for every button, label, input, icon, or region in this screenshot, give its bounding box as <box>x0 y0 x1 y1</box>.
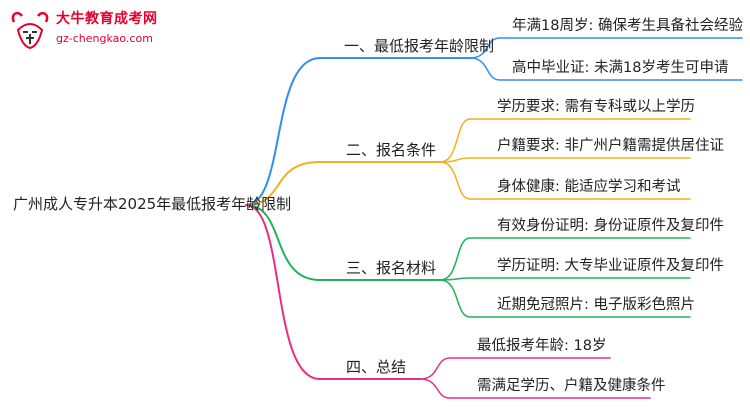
leaf-diploma-proof: 学历证明: 大专毕业证原件及复印件 <box>497 258 724 274</box>
branch-summary: 四、总结 <box>346 358 407 376</box>
leaf-connector <box>419 378 651 399</box>
leaf-connector <box>439 279 691 318</box>
root-node: 广州成人专升本2025年最低报考年龄限制 <box>13 195 292 213</box>
leaf-connector <box>439 161 691 200</box>
branch-connector <box>245 204 421 380</box>
logo-site-name: 大牛教育成考网 <box>56 11 158 27</box>
leaf-photo: 近期免冠照片: 电子版彩色照片 <box>497 297 695 313</box>
branch-age-limit: 一、最低报考年龄限制 <box>344 37 495 55</box>
leaf-connector <box>419 357 611 380</box>
logo-url: gz-chengkao.com <box>56 32 153 45</box>
leaf-id-proof: 有效身份证明: 身份证原件及复印件 <box>497 218 724 234</box>
branch-connector <box>245 204 441 281</box>
leaf-age-18: 年满18周岁: 确保考生具备社会经验 <box>512 18 743 34</box>
leaf-connector <box>439 237 691 281</box>
site-logo: 大牛教育成考网 gz-chengkao.com <box>6 6 196 54</box>
leaf-health-req: 身体健康: 能适应学习和考试 <box>497 179 681 195</box>
bull-logo-icon <box>11 11 49 50</box>
leaf-household-req: 户籍要求: 非广州户籍需提供居住证 <box>497 138 724 154</box>
leaf-min-age: 最低报考年龄: 18岁 <box>477 338 607 354</box>
leaf-education-req: 学历要求: 需有专科或以上学历 <box>497 99 695 115</box>
branch-conditions: 二、报名条件 <box>346 141 437 159</box>
leaf-connector <box>469 57 743 81</box>
branch-connector <box>245 57 471 206</box>
leaf-connector <box>439 157 691 163</box>
branch-materials: 三、报名材料 <box>346 259 437 277</box>
leaf-connector <box>469 37 743 59</box>
leaf-connector <box>439 118 691 163</box>
branch-connector <box>245 161 441 206</box>
leaf-connector <box>439 277 691 281</box>
leaf-requirements: 需满足学历、户籍及健康条件 <box>477 378 666 394</box>
leaf-highschool: 高中毕业证: 未满18岁考生可申请 <box>512 60 729 76</box>
